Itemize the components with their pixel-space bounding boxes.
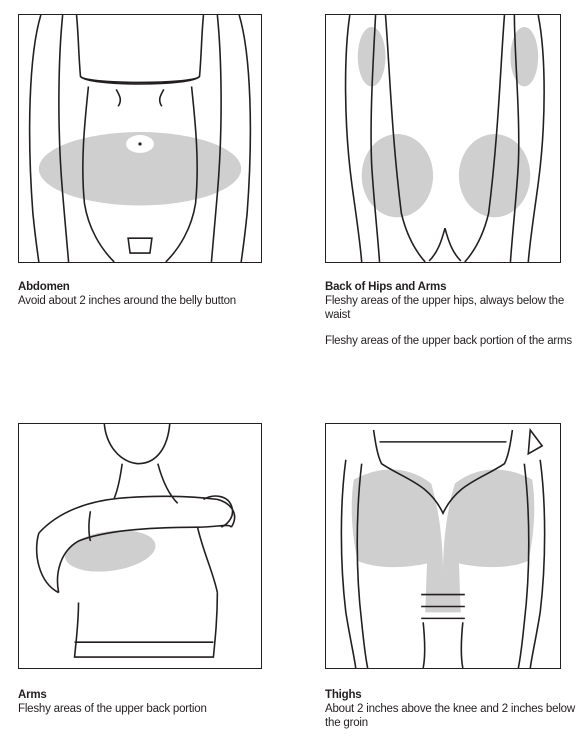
thigh-figure [326, 424, 560, 668]
thigh-illustration [325, 423, 561, 669]
arms-title: Arms [18, 688, 288, 702]
left-thigh-injection-area [352, 469, 436, 567]
right-thigh-injection-area [451, 469, 535, 567]
abdomen-title: Abdomen [18, 280, 258, 294]
abdomen-description: Avoid about 2 inches around the belly bu… [18, 294, 258, 308]
abdomen-illustration [18, 14, 262, 263]
back-hips-arms-title: Back of Hips and Arms [325, 280, 575, 294]
back-arms-description: Fleshy areas of the upper back portion o… [325, 334, 575, 348]
back-hips-description: Fleshy areas of the upper hips, always b… [325, 294, 575, 322]
thighs-description: About 2 inches above the knee and 2 inch… [325, 702, 575, 730]
arms-description: Fleshy areas of the upper back portion [18, 702, 288, 716]
left-upper-arm-injection-area [358, 27, 386, 86]
back-hips-arms-caption: Back of Hips and Arms Fleshy areas of th… [325, 280, 575, 348]
thighs-caption: Thighs About 2 inches above the knee and… [325, 688, 575, 730]
thighs-title: Thighs [325, 688, 575, 702]
right-hip-injection-area [459, 134, 530, 217]
abdomen-figure [19, 15, 261, 262]
abdomen-caption: Abdomen Avoid about 2 inches around the … [18, 280, 258, 308]
back-hips-arms-illustration [325, 14, 561, 263]
arm-figure [19, 424, 261, 668]
back-figure [326, 15, 560, 262]
belly-button [138, 142, 141, 145]
arm-illustration [18, 423, 262, 669]
arms-caption: Arms Fleshy areas of the upper back port… [18, 688, 288, 716]
